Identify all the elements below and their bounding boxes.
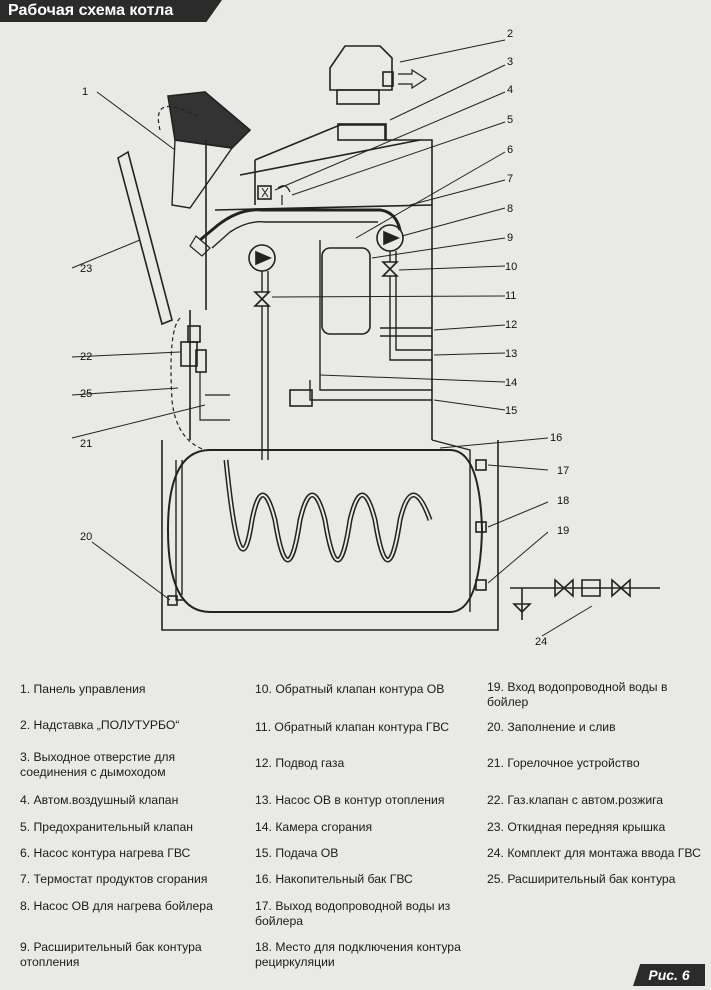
callout-23: 23 xyxy=(80,263,92,275)
callout-18: 18 xyxy=(557,495,569,507)
legend-item-2: 2. Надставка „ПОЛУТУРБО“ xyxy=(20,718,180,732)
check-valve-heating xyxy=(381,261,399,277)
legend-item-15: 15. Подача ОВ xyxy=(255,846,339,860)
legend-item-3: 3. Выходное отверстие для соединения с д… xyxy=(20,750,176,779)
legend-item-1: 1. Панель управления xyxy=(20,682,146,696)
callout-17: 17 xyxy=(557,465,569,477)
legend-item-19: 19. Вход водопроводной воды в бойлер xyxy=(487,680,668,709)
legend-item-14: 14. Камера сгорания xyxy=(255,820,373,834)
air-valve xyxy=(257,185,272,200)
figure-number-badge: Рис. 6 xyxy=(633,964,705,986)
callout-22: 22 xyxy=(80,351,92,363)
callout-12: 12 xyxy=(505,319,517,331)
dhw-storage-tank xyxy=(166,449,484,613)
legend-item-8: 8. Насос ОВ для нагрева бойлера xyxy=(20,899,213,913)
legend-item-11: 11. Обратный клапан контура ГВС xyxy=(255,720,450,734)
legend-item-25: 25. Расширительный бак контура xyxy=(487,872,676,886)
callout-9: 9 xyxy=(507,232,513,244)
legend-item-18: 18. Место для подключения контура рецирк… xyxy=(255,940,461,969)
callout-3: 3 xyxy=(507,56,513,68)
turbo-attachment xyxy=(329,45,428,105)
boiler-schematic: 1 2 3 4 5 6 7 8 9 10 11 12 13 14 15 16 1… xyxy=(71,28,660,648)
callout-13: 13 xyxy=(505,348,517,360)
legend-item-13: 13. Насос ОВ в контур отопления xyxy=(255,793,445,807)
callout-5: 5 xyxy=(507,114,513,126)
legend-item-10: 10. Обратный клапан контура ОВ xyxy=(255,682,445,696)
control-panel xyxy=(167,91,252,149)
callout-6: 6 xyxy=(507,144,513,156)
callout-19: 19 xyxy=(557,525,569,537)
callout-24: 24 xyxy=(535,636,547,648)
callout-1: 1 xyxy=(82,86,88,98)
callout-11: 11 xyxy=(505,290,516,302)
legend-item-22: 22. Газ.клапан с автом.розжига xyxy=(487,793,664,807)
callout-21: 21 xyxy=(80,438,92,450)
callout-2: 2 xyxy=(507,28,513,40)
legend-item-17: 17. Выход водопроводной воды из бойлера xyxy=(255,899,451,928)
callout-10: 10 xyxy=(505,261,517,273)
front-lid xyxy=(117,150,173,326)
check-valve-dhw xyxy=(253,291,271,307)
figure-title-bar: Рабочая схема котла xyxy=(0,0,222,22)
legend-item-6: 6. Насос контура нагрева ГВС xyxy=(20,846,191,860)
legend-item-12: 12. Подвод газа xyxy=(255,756,345,770)
legend-item-24: 24. Комплект для монтажа ввода ГВС xyxy=(487,846,701,860)
legend-item-5: 5. Предохранительный клапан xyxy=(20,820,193,834)
safety-valve xyxy=(277,185,291,205)
legend-item-9: 9. Расширительный бак контура отопления xyxy=(20,940,202,969)
expansion-tank xyxy=(321,247,371,335)
callout-20: 20 xyxy=(80,531,92,543)
figure-title: Рабочая схема котла xyxy=(8,2,174,19)
dhw-input-kit xyxy=(510,578,660,620)
boiler-casing xyxy=(189,124,433,440)
callout-14: 14 xyxy=(505,377,517,389)
callout-16: 16 xyxy=(550,432,562,444)
callout-7: 7 xyxy=(507,173,513,185)
legend-item-20: 20. Заполнение и слив xyxy=(487,720,616,734)
callout-25: 25 xyxy=(80,388,92,400)
callout-8: 8 xyxy=(507,203,513,215)
legend-item-23: 23. Откидная передняя крышка xyxy=(487,820,666,834)
legend-item-4: 4. Автом.воздушный клапан xyxy=(20,793,179,807)
callout-4: 4 xyxy=(507,84,513,96)
gas-valve xyxy=(180,341,198,367)
legend-item-7: 7. Термостат продуктов сгорания xyxy=(20,872,208,886)
figure-number: Рис. 6 xyxy=(648,967,690,983)
legend-item-21: 21. Горелочное устройство xyxy=(487,756,640,770)
legend-item-16: 16. Накопительный бак ГВС xyxy=(255,872,413,886)
parts-legend: 1. Панель управления 2. Надставка „ПОЛУТ… xyxy=(0,672,711,972)
callout-15: 15 xyxy=(505,405,517,417)
